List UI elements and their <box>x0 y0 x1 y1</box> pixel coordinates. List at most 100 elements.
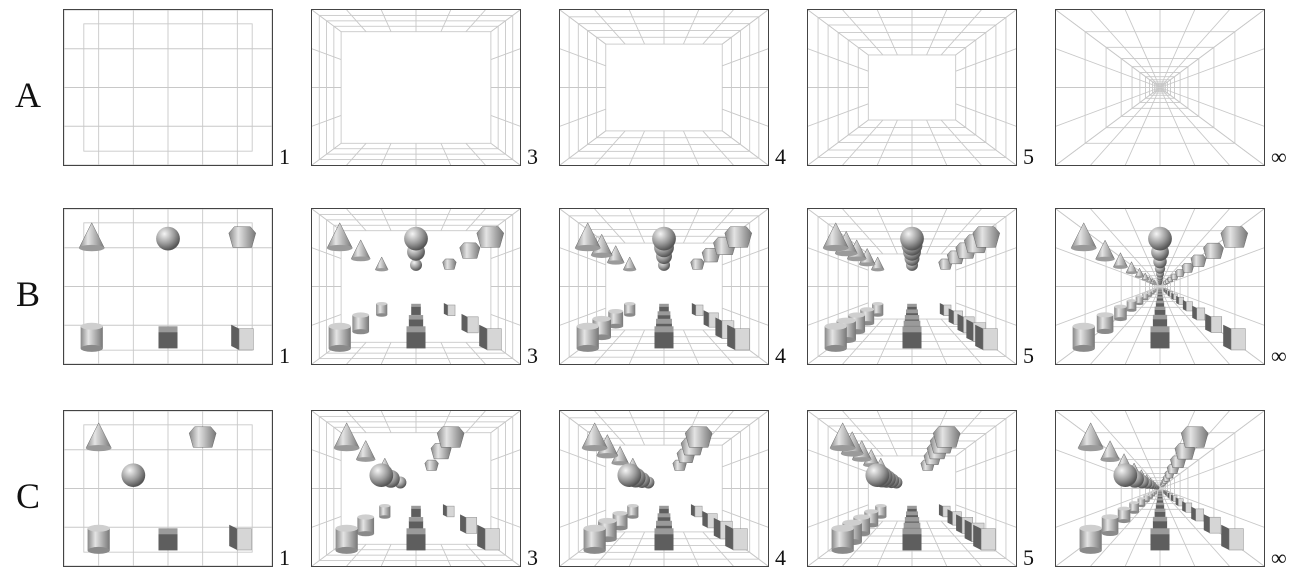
cube-object <box>1171 293 1173 300</box>
panel-A-1 <box>311 9 521 166</box>
cube-object <box>477 525 485 550</box>
panel-B-4 <box>1055 208 1265 365</box>
hexagonal-object <box>189 427 216 448</box>
cube-object <box>702 511 707 528</box>
sphere-object <box>865 463 889 487</box>
hexagonal-object <box>725 227 752 248</box>
cube-object <box>965 520 972 542</box>
depth-label: ∞ <box>1271 146 1287 168</box>
row-label-2: C <box>8 478 48 514</box>
box-object <box>1150 332 1169 349</box>
hexagonal-object <box>1181 427 1208 448</box>
hexagonal-object <box>1182 263 1194 272</box>
cube-object <box>956 514 962 533</box>
panel-A-2 <box>559 9 769 166</box>
box-object <box>158 332 177 349</box>
cone-object <box>1113 253 1127 267</box>
sphere-object <box>1148 227 1172 251</box>
sphere-object <box>404 227 428 251</box>
row-label-1: B <box>8 276 48 312</box>
cube-object <box>1205 314 1211 333</box>
depth-label: ∞ <box>1271 345 1287 367</box>
panel-C-4 <box>1055 410 1265 567</box>
depth-label: 3 <box>527 547 538 569</box>
cube-object <box>715 317 722 338</box>
depth-label: 1 <box>279 146 290 168</box>
sphere-object <box>156 227 180 251</box>
cube-object <box>948 509 953 525</box>
sphere-object <box>369 463 393 487</box>
sphere-object <box>1113 463 1137 487</box>
cone-object <box>1071 223 1096 248</box>
depth-label: 5 <box>1023 345 1034 367</box>
cube-object <box>1176 296 1179 305</box>
cube-object <box>1176 497 1179 506</box>
panel-B-1 <box>311 208 521 365</box>
cube-object <box>231 325 239 350</box>
cone-object <box>582 423 607 448</box>
panel-A-3 <box>807 9 1017 166</box>
perspective-grid <box>808 10 1016 165</box>
sphere-object <box>652 227 676 251</box>
cone-object <box>1096 240 1115 259</box>
depth-label: ∞ <box>1271 547 1287 569</box>
perspective-grid <box>312 10 520 165</box>
cube-object <box>443 504 447 517</box>
cone-object <box>334 423 359 448</box>
depth-label: 4 <box>775 547 786 569</box>
object-layer <box>327 223 504 352</box>
cube-object <box>727 325 735 350</box>
sphere-object <box>121 463 145 487</box>
cube-object <box>1168 291 1170 297</box>
depth-label: 1 <box>279 547 290 569</box>
hexagonal-object <box>685 427 712 448</box>
box-object <box>902 534 921 551</box>
cube-object <box>229 525 237 550</box>
perspective-grid <box>560 10 768 165</box>
cube-object <box>479 325 487 350</box>
object-layer <box>575 223 752 352</box>
cube-object <box>725 525 733 550</box>
row-label-0: A <box>8 77 48 113</box>
depth-label: 3 <box>527 146 538 168</box>
hexagonal-object <box>973 227 1000 248</box>
cone-object <box>1078 423 1103 448</box>
sphere-object <box>410 259 422 271</box>
cube-object <box>1192 306 1196 320</box>
object-layer <box>79 223 256 352</box>
object-layer <box>334 423 499 554</box>
cone-object <box>356 440 375 459</box>
cube-object <box>460 514 466 533</box>
cube-object <box>704 310 709 327</box>
depth-label: 1 <box>279 345 290 367</box>
panel-C-2 <box>559 410 769 567</box>
box-object <box>1150 534 1169 551</box>
panel-A-0 <box>63 9 273 166</box>
cube-object <box>1168 492 1170 498</box>
depth-label: 5 <box>1023 146 1034 168</box>
cube-object <box>975 325 983 350</box>
perspective-grid <box>1056 10 1264 165</box>
panel-A-4 <box>1055 9 1265 166</box>
box-object <box>158 534 177 551</box>
hexagonal-object <box>460 243 480 258</box>
cube-object <box>973 525 981 550</box>
hexagonal-object <box>1221 227 1248 248</box>
cone-object <box>623 257 636 270</box>
cube-object <box>1221 525 1229 550</box>
cone-object <box>351 240 370 259</box>
box-object <box>411 307 421 315</box>
hexagonal-object <box>443 259 457 269</box>
sphere-object <box>617 463 641 487</box>
depth-label: 4 <box>775 146 786 168</box>
hexagonal-object <box>425 460 439 470</box>
cube-object <box>462 314 468 333</box>
perspective-grid <box>64 10 272 165</box>
cube-object <box>1183 300 1186 311</box>
cube-object <box>691 504 695 517</box>
hexagonal-object <box>437 427 464 448</box>
cube-object <box>958 314 964 333</box>
cone-object <box>575 223 600 248</box>
cone-object <box>86 423 111 448</box>
depth-label: 5 <box>1023 547 1034 569</box>
